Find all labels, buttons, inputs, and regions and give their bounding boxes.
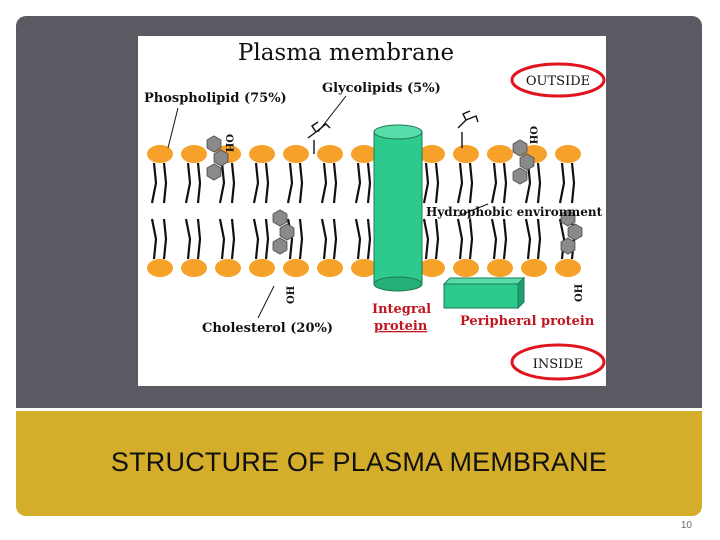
phospholipid-head-top <box>555 145 581 163</box>
membrane-svg: Plasma membrane Phospholipid (75%) Glyco… <box>144 40 606 381</box>
phospholipid-label: Phospholipid (75%) <box>144 91 287 106</box>
lipid-bilayer <box>147 145 581 277</box>
phospholipid-head-bottom <box>181 259 207 277</box>
phospholipid-head-top <box>317 145 343 163</box>
phospholipid-head-bottom <box>453 259 479 277</box>
title-band: STRUCTURE OF PLASMA MEMBRANE <box>16 411 702 516</box>
phospholipid-head-bottom <box>147 259 173 277</box>
phospholipid-head-bottom <box>317 259 343 277</box>
inside-label: INSIDE <box>533 357 583 372</box>
phospholipid-head-bottom <box>487 259 513 277</box>
peripheral-protein-label: Peripheral protein <box>460 314 595 329</box>
oh-label-top-left: OH <box>223 134 234 152</box>
phospholipid-head-top <box>419 145 445 163</box>
leader-lines <box>167 95 489 319</box>
phospholipid-head-top <box>487 145 513 163</box>
inside-highlight-circle <box>510 343 606 381</box>
page-number: 10 <box>680 520 692 531</box>
phospholipid-head-top <box>147 145 173 163</box>
phospholipid-head-bottom <box>249 259 275 277</box>
integral-protein-label-2: protein <box>374 319 428 334</box>
integral-protein-cylinder <box>373 124 423 292</box>
phospholipid-head-top <box>453 145 479 163</box>
cholesterol-molecule <box>560 209 583 255</box>
glycolipid-chains <box>307 110 479 154</box>
slide-title: STRUCTURE OF PLASMA MEMBRANE <box>110 447 608 477</box>
phospholipid-head-bottom <box>419 259 445 277</box>
hydrophobic-label: Hydrophobic environment <box>426 205 603 219</box>
peripheral-protein-box <box>442 276 526 310</box>
plasma-membrane-diagram: Plasma membrane Phospholipid (75%) Glyco… <box>138 36 606 386</box>
phospholipid-head-top <box>181 145 207 163</box>
cholesterol-molecule <box>272 209 295 255</box>
phospholipid-head-bottom <box>521 259 547 277</box>
phospholipid-head-top <box>351 145 377 163</box>
phospholipid-head-bottom <box>215 259 241 277</box>
oh-label-top-right: OH <box>527 126 538 144</box>
phospholipid-head-bottom <box>555 259 581 277</box>
oh-label-bottom-left: OH <box>286 286 297 304</box>
phospholipid-head-top <box>249 145 275 163</box>
phospholipid-head-bottom <box>351 259 377 277</box>
integral-protein-label-1: Integral <box>372 302 431 317</box>
diagram-title-text: Plasma membrane <box>238 40 454 66</box>
cholesterol-molecules <box>206 135 583 255</box>
outside-label: OUTSIDE <box>526 74 590 89</box>
oh-label-bottom-right: OH <box>574 284 585 302</box>
phospholipid-head-top <box>283 145 309 163</box>
cholesterol-label: Cholesterol (20%) <box>202 321 333 336</box>
cholesterol-molecule <box>512 139 535 185</box>
phospholipid-head-bottom <box>283 259 309 277</box>
glycolipids-label: Glycolipids (5%) <box>322 81 441 96</box>
cholesterol-molecule <box>206 135 229 181</box>
outside-highlight-circle <box>510 62 606 98</box>
